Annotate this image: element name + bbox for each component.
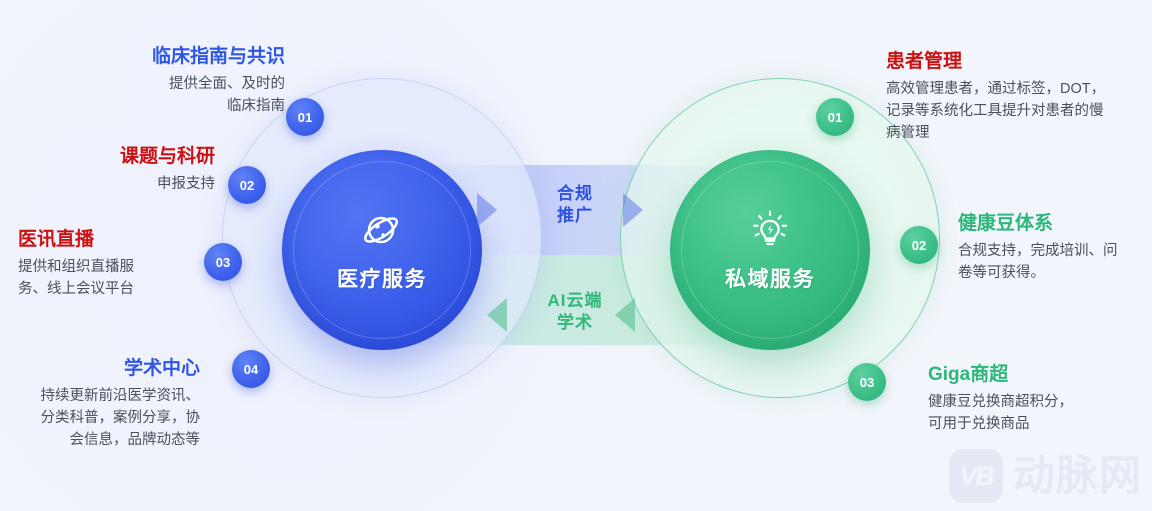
badge-left-03[interactable]: 03 (204, 243, 242, 281)
badge-right-02[interactable]: 02 (900, 226, 938, 264)
left-item-2: 课题与科研 申报支持 (0, 145, 215, 195)
left-item-1-body: 提供全面、及时的 临床指南 (169, 76, 285, 114)
left-item-4: 学术中心 持续更新前沿医学资讯、 分类科普，案例分享，协 会信息，品牌动态等 (0, 357, 201, 451)
right-item-3-heading: Giga商超 (928, 364, 1009, 385)
node-private-domain-service-label: 私域服务 (725, 268, 815, 291)
right-item-1-body: 高效管理患者，通过标签，DOT， 记录等系统化工具提升对患者的慢 病管理 (886, 81, 1106, 141)
watermark: VB 动脉网 (948, 449, 1142, 503)
watermark-text: 动脉网 (1012, 452, 1142, 499)
arrow-right-icon-2 (623, 193, 643, 227)
left-item-3-heading: 医讯直播 (18, 229, 95, 250)
arrow-right-icon-1 (477, 193, 497, 227)
flow-top-label: 合规 推广 (557, 184, 593, 225)
planet-orbit-icon (364, 216, 399, 244)
right-item-3-body: 健康豆兑换商超积分， 可用于兑换商品 (928, 394, 1073, 432)
right-item-1: 患者管理 高效管理患者，通过标签，DOT， 记录等系统化工具提升对患者的慢 病管… (886, 50, 1152, 144)
badge-right-03[interactable]: 03 (848, 363, 886, 401)
left-item-3: 医讯直播 提供和组织直播服 务、线上会议平台 (18, 228, 218, 300)
badge-left-02[interactable]: 02 (228, 166, 266, 204)
left-item-4-heading: 学术中心 (123, 358, 200, 379)
node-medical-service[interactable]: 医疗服务 (282, 150, 482, 350)
right-item-2-heading: 健康豆体系 (958, 213, 1054, 234)
node-medical-service-label: 医疗服务 (337, 268, 427, 291)
lightbulb-bolt-icon (752, 210, 788, 246)
left-item-1-heading: 临床指南与共识 (151, 46, 285, 67)
badge-left-01[interactable]: 01 (286, 98, 324, 136)
flow-bottom-label: AI云端 学术 (547, 291, 603, 332)
watermark-logo-icon: VB (948, 449, 1003, 503)
left-item-2-heading: 课题与科研 (119, 146, 215, 167)
badge-right-01[interactable]: 01 (816, 98, 854, 136)
left-item-1: 临床指南与共识 提供全面、及时的 临床指南 (0, 45, 285, 117)
left-item-2-body: 申报支持 (157, 176, 215, 192)
right-item-2-body: 合规支持，完成培训、问 卷等可获得。 (958, 243, 1118, 281)
left-item-4-body: 持续更新前沿医学资讯、 分类科普，案例分享，协 会信息，品牌动态等 (40, 388, 201, 448)
node-private-domain-service[interactable]: 私域服务 (670, 150, 870, 350)
right-item-2: 健康豆体系 合规支持，完成培训、问 卷等可获得。 (958, 212, 1152, 284)
left-item-3-body: 提供和组织直播服 务、线上会议平台 (18, 259, 134, 297)
right-item-3: Giga商超 健康豆兑换商超积分， 可用于兑换商品 (928, 363, 1152, 435)
arrow-left-icon-2 (615, 298, 635, 332)
right-item-1-heading: 患者管理 (886, 51, 963, 72)
arrow-left-icon-1 (487, 298, 507, 332)
badge-left-04[interactable]: 04 (232, 350, 270, 388)
